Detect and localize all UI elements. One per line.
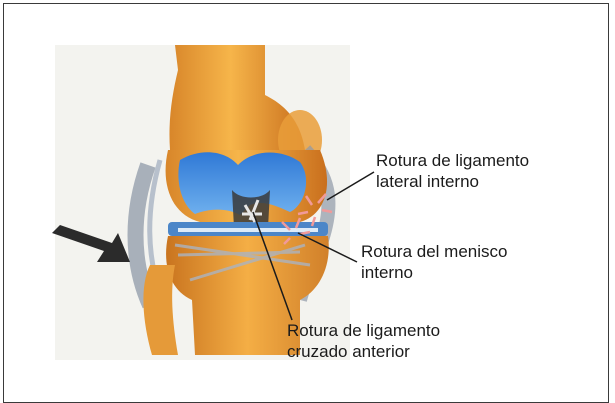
label-menisco-line2: interno [361, 262, 507, 283]
label-lca-line2: cruzado anterior [287, 341, 440, 362]
label-lci-line2: lateral interno [376, 171, 529, 192]
label-menisco-line1: Rotura del menisco [361, 241, 507, 262]
label-acl-tear: Rotura de ligamento cruzado anterior [287, 320, 440, 362]
joint-space [178, 228, 318, 232]
label-medial-collateral-tear: Rotura de ligamento lateral interno [376, 150, 529, 192]
label-lca-line1: Rotura de ligamento [287, 320, 440, 341]
label-lci-line1: Rotura de ligamento [376, 150, 529, 171]
label-meniscus-tear: Rotura del menisco interno [361, 241, 507, 283]
